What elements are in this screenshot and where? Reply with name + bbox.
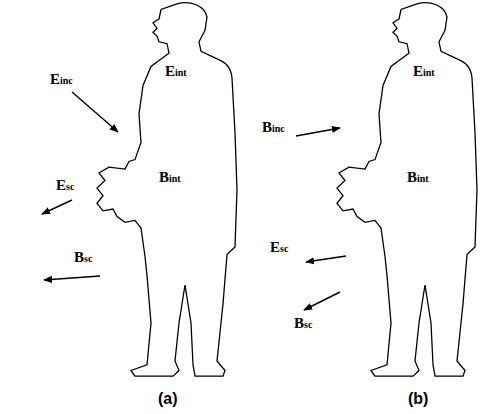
body-outline (335, 0, 485, 380)
scatter-arrow (306, 256, 346, 262)
scatter-arrow (44, 276, 100, 280)
field-label: Binc (262, 120, 285, 135)
panel-caption: (a) (158, 390, 178, 408)
internal-field-label: Bint (407, 170, 429, 185)
internal-field-label: Bint (159, 170, 181, 185)
incident-arrow (72, 92, 118, 132)
body-outline (95, 0, 245, 380)
field-label: Esc (56, 178, 74, 193)
incident-arrow (296, 128, 340, 136)
internal-field-label: Eint (165, 64, 187, 79)
scatter-arrow (42, 200, 72, 214)
body-outline-path (97, 3, 237, 377)
scatter-arrow (304, 292, 340, 310)
person-silhouette: EintBint (95, 0, 245, 380)
field-label: Bsc (294, 316, 312, 331)
field-label: Esc (270, 240, 288, 255)
internal-field-label: Eint (413, 64, 435, 79)
panel-caption: (b) (408, 390, 428, 408)
field-label: Bsc (74, 250, 92, 265)
person-silhouette: EintBint (335, 0, 485, 380)
body-outline-path (337, 3, 477, 377)
field-label: Einc (50, 72, 73, 87)
